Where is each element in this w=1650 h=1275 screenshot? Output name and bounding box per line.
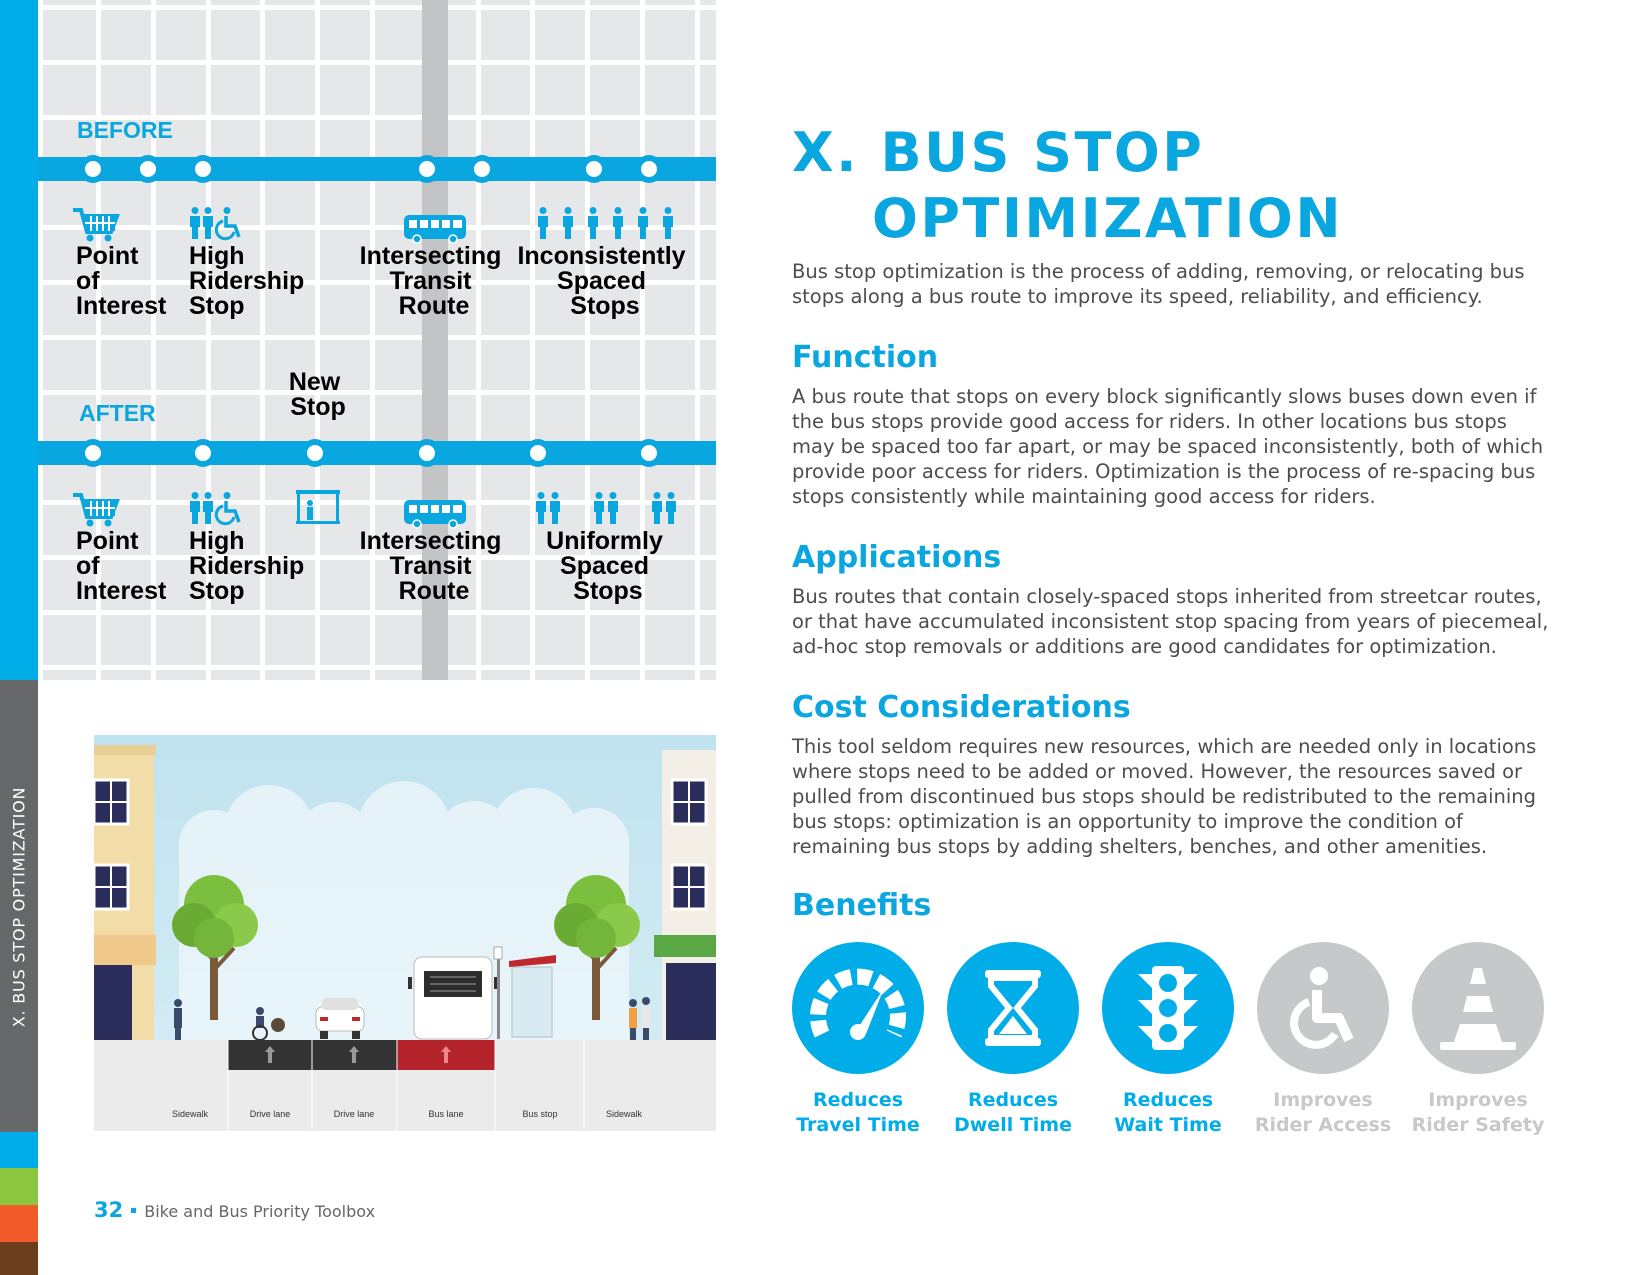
traffic-cone-icon <box>1412 942 1544 1074</box>
sidebar-strip-cyan <box>0 1132 38 1168</box>
lane-label-bus-stop: Bus stop <box>522 1109 557 1119</box>
cost-paragraph: This tool seldom requires new resources,… <box>792 735 1537 858</box>
after-label: AFTER <box>79 400 156 426</box>
traffic-light-icon <box>1102 942 1234 1074</box>
after-caption-spacing: Uniformly Spaced Stops <box>546 527 670 605</box>
sidebar-strip-top <box>0 0 38 680</box>
lane-label-drive-2: Drive lane <box>334 1109 375 1119</box>
before-caption-ridership: High Ridership Stop <box>189 242 311 320</box>
page-footer: 32 Bike and Bus Priority Toolbox <box>94 1198 375 1222</box>
speedometer-icon <box>792 942 924 1074</box>
cost-heading: Cost Considerations <box>792 690 1131 725</box>
sidebar-strip-section <box>0 680 38 1132</box>
bus-icon <box>403 499 467 529</box>
after-caption-poi: Point of Interest <box>76 527 167 605</box>
function-paragraph: A bus route that stops on every block si… <box>792 385 1544 508</box>
benefits-heading: Benefits <box>792 888 932 923</box>
new-stop-label: New Stop <box>289 368 347 421</box>
function-heading: Function <box>792 340 939 375</box>
footer-separator <box>131 1208 137 1213</box>
intersecting-transit-route <box>422 0 448 680</box>
sidebar-strip-green <box>0 1168 38 1205</box>
bus-stops <box>79 155 663 467</box>
lane-label-sidewalk-right: Sidewalk <box>606 1109 643 1119</box>
intro-paragraph: Bus stop optimization is the process of … <box>792 260 1525 308</box>
street-cross-section: Sidewalk Drive lane Drive lane Bus lane … <box>94 735 716 1131</box>
before-caption-poi: Point of Interest <box>76 242 167 320</box>
page-number: 32 <box>94 1198 124 1222</box>
after-caption-ridership: High Ridership Stop <box>189 527 311 605</box>
before-caption-spacing: Inconsistently Spaced Stops <box>517 242 692 320</box>
after-bus-route <box>38 441 716 465</box>
wheelchair-icon <box>1257 942 1389 1074</box>
sidebar-strip-orange <box>0 1205 38 1242</box>
lane-label-sidewalk-left: Sidewalk <box>172 1109 209 1119</box>
book-title: Bike and Bus Priority Toolbox <box>144 1202 376 1221</box>
after-caption-transit: Intersecting Transit Route <box>360 527 509 605</box>
lane-label-drive-1: Drive lane <box>250 1109 291 1119</box>
applications-heading: Applications <box>792 540 1002 575</box>
before-caption-transit: Intersecting Transit Route <box>360 242 509 320</box>
bus-icon <box>403 214 467 244</box>
lane-label-bus: Bus lane <box>428 1109 463 1119</box>
page-title: X. BUS STOP OPTIMIZATION <box>792 121 1344 250</box>
stop-spacing-diagram: BEFORE AFTER Point of Interest High Ride… <box>38 0 716 680</box>
hourglass-icon <box>947 942 1079 1074</box>
applications-paragraph: Bus routes that contain closely-spaced s… <box>792 585 1549 658</box>
sidebar-strip-brown <box>0 1242 38 1275</box>
sidebar-section-label: X. BUS STOP OPTIMIZATION <box>9 786 29 1028</box>
before-label: BEFORE <box>77 117 173 143</box>
